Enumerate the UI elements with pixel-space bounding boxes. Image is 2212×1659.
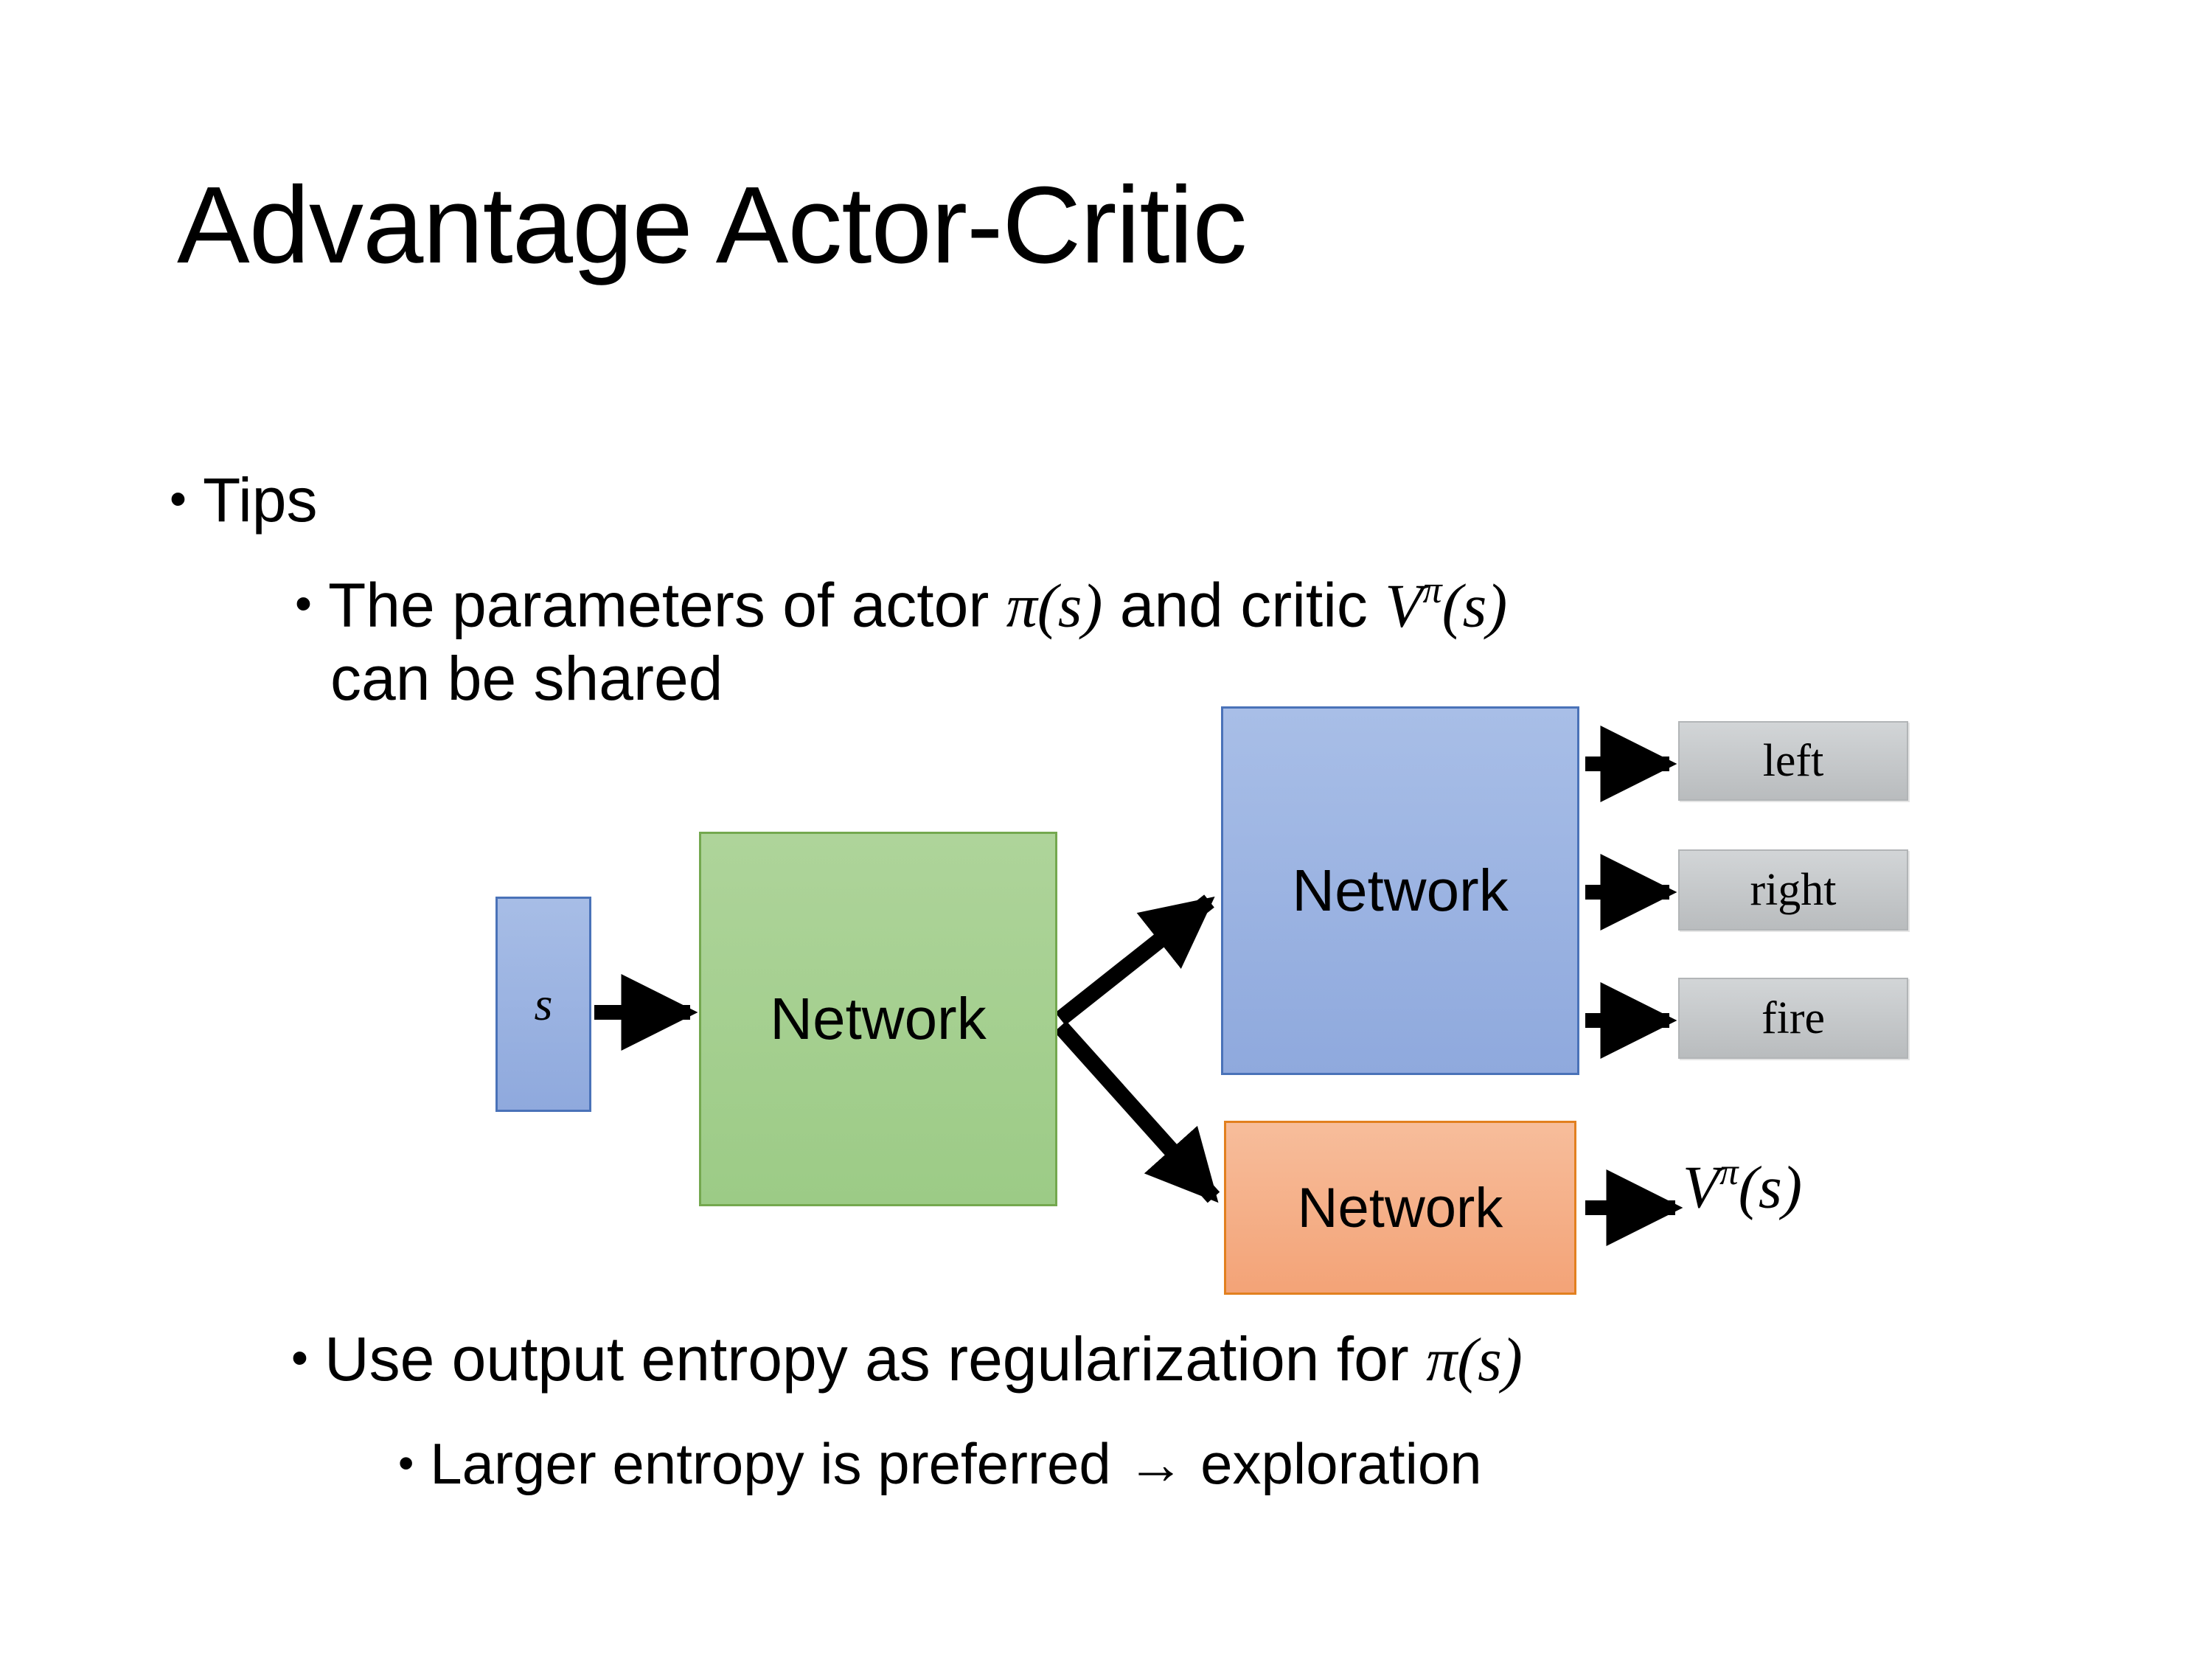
bullet-marker-icon: •: [170, 472, 187, 526]
bullet-larger-entropy-label: Larger entropy is preferred → exploratio…: [430, 1431, 1482, 1496]
math-actor-pi-s: π(s): [1426, 1326, 1523, 1394]
bullet-marker-icon: •: [291, 1331, 308, 1385]
action-label-left: left: [1762, 735, 1824, 786]
action-box-fire: fire: [1678, 978, 1908, 1059]
shared-network-box: Network: [699, 832, 1057, 1206]
bullet-shared-parameters: • The parameters of actor π(s) and critic…: [295, 568, 1880, 716]
state-input-label: s: [534, 978, 553, 1030]
action-box-right: right: [1678, 849, 1908, 931]
bullet-marker-icon: •: [398, 1437, 414, 1488]
bullet-marker-icon: •: [295, 577, 312, 631]
critic-value-arg: (s): [1738, 1153, 1803, 1221]
critic-network-label: Network: [1297, 1176, 1503, 1239]
math-critic-arg: (s): [1441, 571, 1508, 641]
arrow-shared-to-critic-network: [1054, 1020, 1220, 1203]
page-title: Advantage Actor-Critic: [177, 164, 1247, 286]
bullet-shared-parameters-text-2: and critic: [1102, 570, 1385, 640]
state-input-box: s: [495, 897, 591, 1112]
math-actor-pi-s: π(s): [1006, 571, 1103, 641]
action-box-left: left: [1678, 721, 1908, 801]
bullet-tips-label: Tips: [202, 465, 318, 535]
action-label-fire: fire: [1761, 992, 1826, 1043]
critic-network-box: Network: [1224, 1121, 1576, 1295]
arrow-shared-to-actor-network: [1055, 894, 1215, 1026]
bullet-shared-parameters-line2: can be shared: [330, 644, 723, 714]
math-critic-superscript-pi: π: [1422, 569, 1442, 611]
bullet-shared-parameters-text-1: The parameters of actor: [327, 570, 1006, 640]
bullet-entropy-regularization: • Use output entropy as regularization fo…: [291, 1324, 1523, 1396]
shared-network-label: Network: [770, 986, 987, 1051]
bullet-entropy-text: Use output entropy as regularization for: [324, 1324, 1427, 1394]
bullet-tips: • Tips: [170, 465, 318, 536]
critic-value-superscript-pi: π: [1719, 1151, 1739, 1192]
actor-network-label: Network: [1292, 858, 1509, 923]
critic-value-base: V: [1683, 1153, 1720, 1221]
actor-network-box: Network: [1221, 706, 1579, 1075]
critic-value-output-label: Vπ(s): [1683, 1150, 1802, 1222]
bullet-larger-entropy: • Larger entropy is preferred → explorati…: [398, 1430, 1482, 1498]
action-label-right: right: [1750, 864, 1837, 915]
math-critic-v: V: [1385, 571, 1423, 641]
